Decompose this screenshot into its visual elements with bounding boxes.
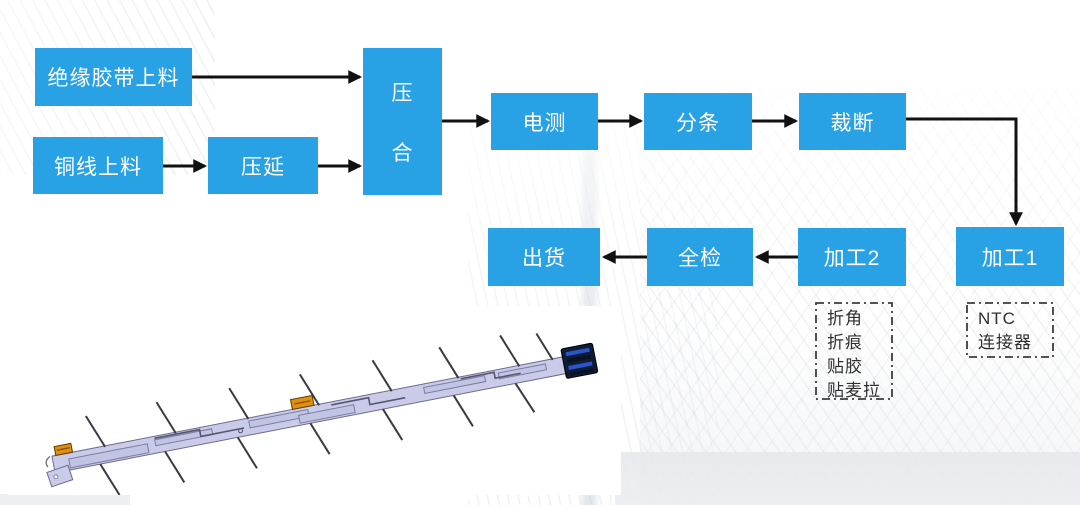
node-label: 压延: [241, 155, 285, 179]
flow-node-processing-1: 加工1: [956, 227, 1064, 286]
busbar-left-tab: [46, 464, 74, 488]
busbar-connector: [560, 342, 599, 379]
flow-node-copper-wire-feed: 铜线上料: [33, 137, 163, 194]
product-image-panel: [8, 306, 621, 495]
arrow-cutting-to-processing1: [906, 117, 1023, 227]
flow-node-cutting: 裁断: [799, 93, 906, 150]
node-label: 电测: [522, 111, 567, 135]
note-line: 折痕: [827, 333, 863, 352]
note-line: 折角: [827, 309, 863, 328]
node-label: 压合: [392, 77, 414, 167]
flow-node-full-inspection: 全检: [647, 228, 753, 286]
note-line: NTC: [978, 309, 1016, 328]
node-label: 绝缘胶带上料: [47, 67, 180, 90]
busbar-hole: [53, 474, 59, 480]
node-label: 铜线上料: [54, 155, 142, 179]
busbar-hole-small: [238, 428, 244, 434]
node-label-char: 合: [391, 141, 414, 165]
processing-2-note: 折角折痕贴胶贴麦拉: [816, 303, 892, 400]
note-line: 贴麦拉: [827, 381, 881, 400]
node-label-char: 压: [391, 81, 414, 105]
flow-node-electrical-test: 电测: [491, 93, 598, 150]
processing-1-note: NTC 连接器: [967, 303, 1053, 357]
flow-node-laminating: 压合: [363, 48, 442, 195]
flow-node-slitting: 分条: [644, 93, 752, 150]
node-label: 出货: [522, 247, 566, 270]
busbar-slots: [68, 363, 548, 469]
flow-node-shipping: 出货: [488, 228, 600, 286]
flow-node-processing-2: 加工2: [798, 228, 906, 286]
busbar-orange-component-middle: [289, 394, 315, 411]
flow-node-calendering: 压延: [208, 137, 318, 194]
busbar-product-image: [45, 332, 599, 495]
note-line: 贴胶: [827, 357, 863, 376]
node-label: 裁断: [830, 111, 875, 135]
node-label: 加工2: [823, 247, 881, 270]
node-label: 分条: [676, 111, 720, 135]
busbar-orange-component-left: [45, 442, 74, 468]
node-label: 加工1: [981, 246, 1039, 270]
note-line: 连接器: [978, 333, 1032, 352]
flow-node-insulation-tape-feed: 绝缘胶带上料: [35, 48, 192, 106]
node-label: 全检: [678, 247, 722, 270]
